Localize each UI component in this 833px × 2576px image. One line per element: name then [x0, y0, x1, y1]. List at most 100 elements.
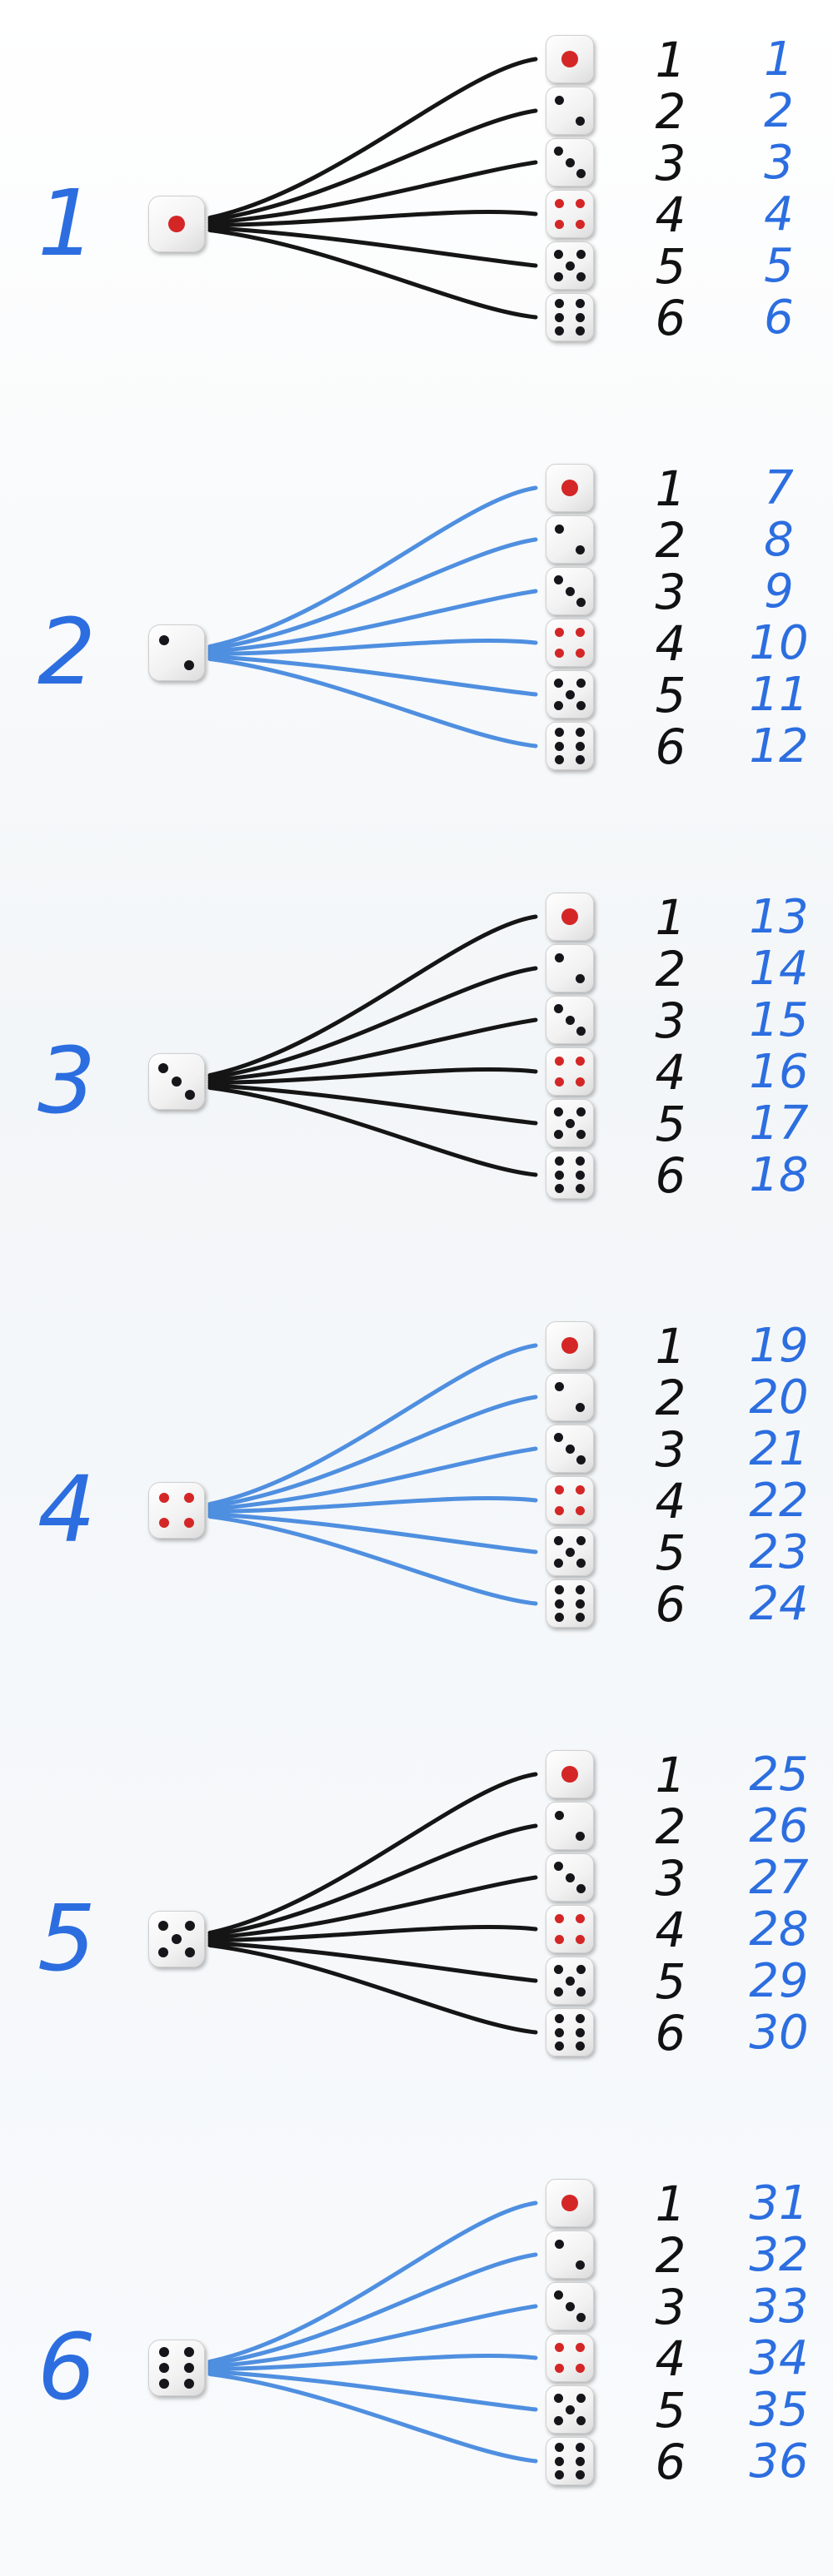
- die-pip: [576, 1130, 586, 1140]
- die-pip: [554, 2469, 564, 2479]
- die-pip: [576, 1106, 586, 1116]
- die-pip: [553, 1130, 563, 1140]
- second-roll-number: 6: [655, 719, 686, 775]
- outcome-count: 22: [749, 1474, 809, 1528]
- branch-line: [207, 657, 538, 748]
- die-pip: [576, 649, 586, 659]
- second-roll-number: 5: [655, 238, 686, 295]
- die-pip: [576, 1156, 586, 1166]
- die-pip: [576, 220, 586, 230]
- die-pip: [554, 1156, 564, 1166]
- branch-line: [207, 1875, 538, 1940]
- branch-line: [207, 1395, 538, 1509]
- second-die-face-6: [546, 722, 594, 770]
- die-pip: [554, 95, 564, 105]
- second-roll-number: 4: [655, 1473, 686, 1529]
- die-pip: [554, 1585, 564, 1595]
- second-roll-number: 2: [655, 2227, 686, 2284]
- die-pip: [553, 1106, 563, 1116]
- die-pip: [576, 1077, 586, 1087]
- second-die-face-1: [546, 35, 594, 83]
- die-pip: [576, 2416, 586, 2426]
- die-pip: [172, 1934, 182, 1944]
- die-pip: [576, 2456, 586, 2466]
- die-pip: [576, 2364, 586, 2374]
- die-pip: [565, 157, 575, 167]
- die-pip: [554, 198, 564, 208]
- second-roll-number: 3: [655, 135, 686, 191]
- die-pip: [576, 1832, 586, 1842]
- second-die-face-1: [546, 893, 594, 941]
- second-roll-number: 3: [655, 2279, 686, 2335]
- die-pip: [565, 689, 575, 699]
- branch-line: [207, 1512, 538, 1554]
- die-pip: [576, 974, 586, 984]
- die-pip: [553, 272, 563, 282]
- branch-lines: [207, 2201, 538, 2464]
- second-die-face-2: [546, 87, 594, 135]
- outcome-count: 31: [749, 2176, 809, 2230]
- second-roll-number: 1: [655, 1318, 686, 1375]
- second-die-face-4: [546, 190, 594, 238]
- die-pip: [157, 1920, 168, 1931]
- second-roll-number: 5: [655, 1953, 686, 2010]
- first-roll-label: 5: [37, 1885, 96, 1992]
- second-die-face-2: [546, 515, 594, 564]
- second-roll-number: 1: [655, 889, 686, 946]
- outcome-count: 25: [749, 1748, 809, 1802]
- die-pip: [159, 2346, 170, 2357]
- second-roll-number: 2: [655, 83, 686, 140]
- die-pip: [576, 1964, 586, 1974]
- outcome-count: 13: [749, 890, 809, 944]
- second-die-face-6: [546, 1579, 594, 1628]
- die-pip: [565, 1872, 575, 1882]
- outcome-count: 35: [749, 2383, 809, 2437]
- outcome-count: 12: [749, 719, 809, 773]
- die-pip: [183, 1493, 194, 1504]
- second-die-face-5: [546, 1528, 594, 1576]
- second-die-face-3: [546, 996, 594, 1044]
- first-die: [148, 624, 205, 681]
- branch-line: [207, 638, 538, 656]
- die-pip: [185, 1090, 196, 1101]
- die-pip: [553, 2290, 563, 2300]
- die-pip: [554, 728, 564, 738]
- die-pip: [561, 908, 578, 925]
- outcome-count: 21: [749, 1422, 809, 1476]
- outcome-count: 18: [749, 1148, 809, 1202]
- die-pip: [576, 2342, 586, 2352]
- die-pip: [576, 169, 586, 179]
- die-pip: [576, 2313, 586, 2323]
- die-pip: [576, 1935, 586, 1945]
- die-pip: [185, 1920, 196, 1931]
- die-pip: [168, 216, 185, 232]
- branch-line: [207, 1083, 538, 1126]
- die-pip: [157, 1947, 168, 1958]
- branch-line: [207, 1772, 538, 1935]
- second-roll-number: 5: [655, 2382, 686, 2439]
- branch-line: [207, 2370, 538, 2412]
- die-pip: [576, 2041, 586, 2051]
- die-pip: [553, 1861, 563, 1871]
- die-pip: [565, 586, 575, 596]
- die-pip: [554, 1506, 564, 1516]
- second-roll-number: 2: [655, 1798, 686, 1855]
- die-pip: [554, 2014, 564, 2024]
- branch-line: [207, 1823, 538, 1937]
- second-roll-number: 2: [655, 941, 686, 997]
- second-roll-number: 3: [655, 564, 686, 620]
- die-pip: [554, 741, 564, 751]
- second-die-face-4: [546, 1047, 594, 1096]
- die-pip: [565, 1015, 575, 1025]
- die-pip: [576, 1987, 586, 1997]
- die-pip: [576, 326, 586, 336]
- die-pip: [576, 272, 586, 282]
- outcome-count: 30: [749, 2006, 809, 2060]
- second-die-face-3: [546, 2282, 594, 2330]
- die-pip: [561, 51, 578, 67]
- second-die-face-6: [546, 1151, 594, 1199]
- die-pip: [576, 1484, 586, 1494]
- die-pip: [565, 1547, 575, 1557]
